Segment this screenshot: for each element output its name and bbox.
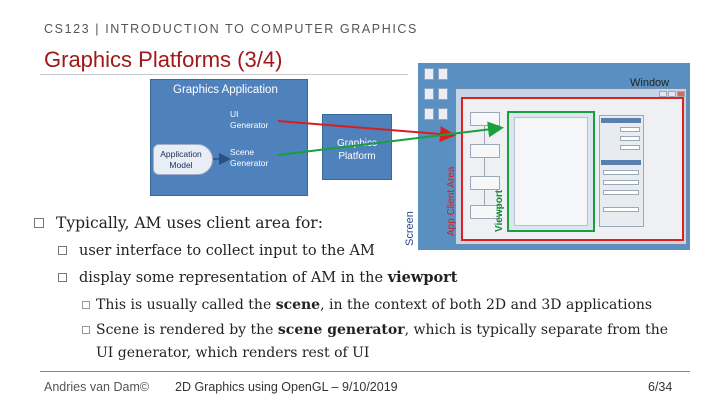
ui-tree-node — [470, 205, 500, 219]
footer-lecture: 2D Graphics using OpenGL – 9/10/2019 — [175, 380, 398, 394]
bullet-scene-gen-prefix: Scene is rendered by the — [96, 322, 278, 338]
bullet-ui: user interface to collect input to the A… — [58, 243, 375, 259]
desktop-icon — [424, 68, 434, 80]
bullet-scene-gen-suffix: , which is typically separate from the — [404, 322, 669, 338]
ui-tree-node — [470, 144, 500, 158]
bullet-display-text: display some representation of AM in the — [79, 270, 388, 286]
desktop-icon — [438, 68, 448, 80]
window-label: Window — [630, 77, 670, 89]
bullet-display: display some representation of AM in the… — [58, 269, 458, 286]
desktop-icon — [424, 108, 434, 120]
title-divider — [40, 74, 408, 75]
bullet-box-icon — [58, 273, 67, 282]
bullet-scene-gen-line2: UI generator, which renders rest of UI — [96, 345, 370, 361]
ui-control — [603, 170, 639, 175]
slide-title: Graphics Platforms (3/4) — [44, 47, 283, 72]
application-model-cylinder — [153, 144, 213, 175]
ui-tree-node — [470, 176, 500, 190]
bullet-box-icon — [34, 218, 44, 228]
graphics-application-label: Graphics Application — [173, 84, 278, 96]
maximize-icon — [668, 91, 676, 97]
tree-connector — [484, 117, 485, 213]
ui-control — [603, 207, 639, 212]
desktop-icon — [438, 88, 448, 100]
bullet-display-bold: viewport — [387, 269, 458, 286]
bullet-scene-def-prefix: This is usually called the — [96, 297, 276, 313]
ui-control — [603, 180, 639, 185]
desktop-icon — [438, 108, 448, 120]
bullet-scene-gen: Scene is rendered by the scene generator… — [82, 322, 668, 338]
bullet-ui-text: user interface to collect input to the A… — [79, 243, 375, 259]
footer-page-number: 6/34 — [648, 380, 673, 394]
ui-control — [620, 127, 640, 132]
bullet-scene-def: This is usually called the scene, in the… — [82, 297, 652, 313]
ui-control — [603, 190, 639, 195]
graphics-platform-label: Graphics Platform — [336, 138, 377, 162]
bullet-scene-def-suffix: , in the context of both 2D and 3D appli… — [320, 297, 653, 313]
scene-generator-label: Scene Generator — [230, 147, 269, 168]
graphics-application-box — [150, 79, 308, 196]
bullet-main-text: Typically, AM uses client area for: — [56, 214, 323, 232]
bullet-box-icon — [82, 326, 90, 334]
footer-divider — [40, 371, 690, 372]
ui-generator-label: UI Generator — [230, 109, 269, 130]
footer-author: Andries van Dam© — [44, 380, 150, 394]
application-model-label: Application Model — [160, 149, 202, 170]
bullet-box-icon — [58, 246, 67, 255]
ui-control — [620, 145, 640, 150]
bullet-scene-def-bold: scene — [275, 297, 321, 313]
scene-canvas — [514, 117, 588, 226]
minimize-icon — [659, 91, 667, 97]
course-header: CS123 | INTRODUCTION TO COMPUTER GRAPHIC… — [44, 22, 418, 36]
desktop-icon — [424, 88, 434, 100]
bullet-main: Typically, AM uses client area for: — [34, 214, 323, 232]
bullet-box-icon — [82, 301, 90, 309]
close-icon — [677, 91, 685, 97]
ui-control — [620, 136, 640, 141]
bullet-scene-gen-bold: scene generator — [277, 322, 405, 338]
ui-panel-heading — [601, 160, 641, 165]
ui-panel-heading — [601, 118, 641, 123]
